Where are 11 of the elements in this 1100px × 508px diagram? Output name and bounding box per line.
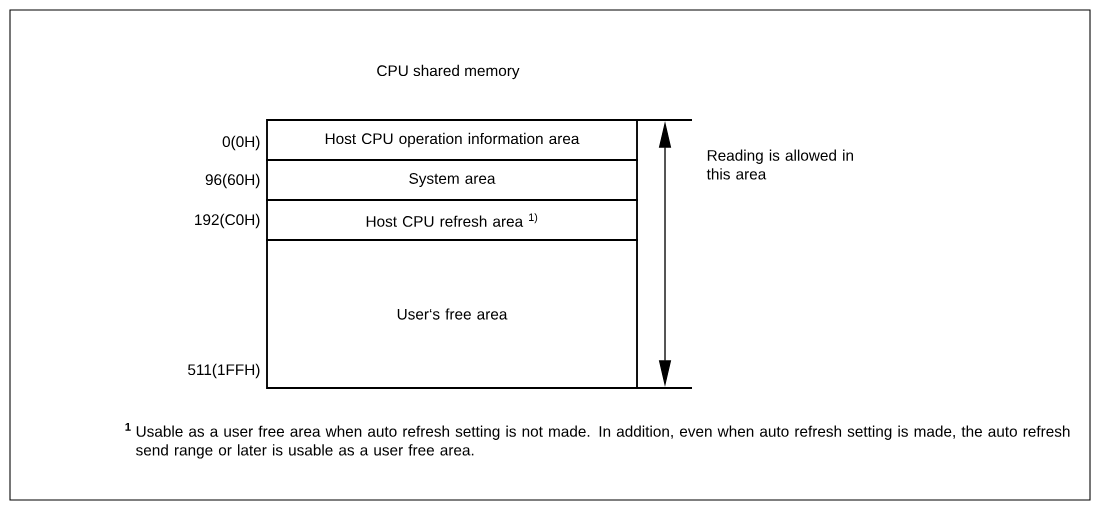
note-text: Reading is allowed in this area: [706, 149, 853, 180]
footnote-number: 1: [125, 422, 131, 431]
footnote-text: Usable as a user free area when auto refresh setting is not made. In addition, even when auto refresh setting is made, the auto refresh send range or later is usable as a user free area.: [136, 425, 1070, 459]
title: CPU shared memory: [377, 64, 520, 80]
address-label: 192(C0H): [195, 213, 260, 229]
memory-area-box: User‘s free area: [266, 239, 638, 389]
memory-area-box: Host CPU refresh area $^{1)}$: [266, 199, 638, 241]
memory-area-box: Host CPU operation information area: [266, 119, 638, 161]
address-label: 0(0H): [222, 135, 260, 151]
address-label: 96(60H): [205, 173, 260, 189]
memory-area-box: System area: [266, 159, 638, 201]
